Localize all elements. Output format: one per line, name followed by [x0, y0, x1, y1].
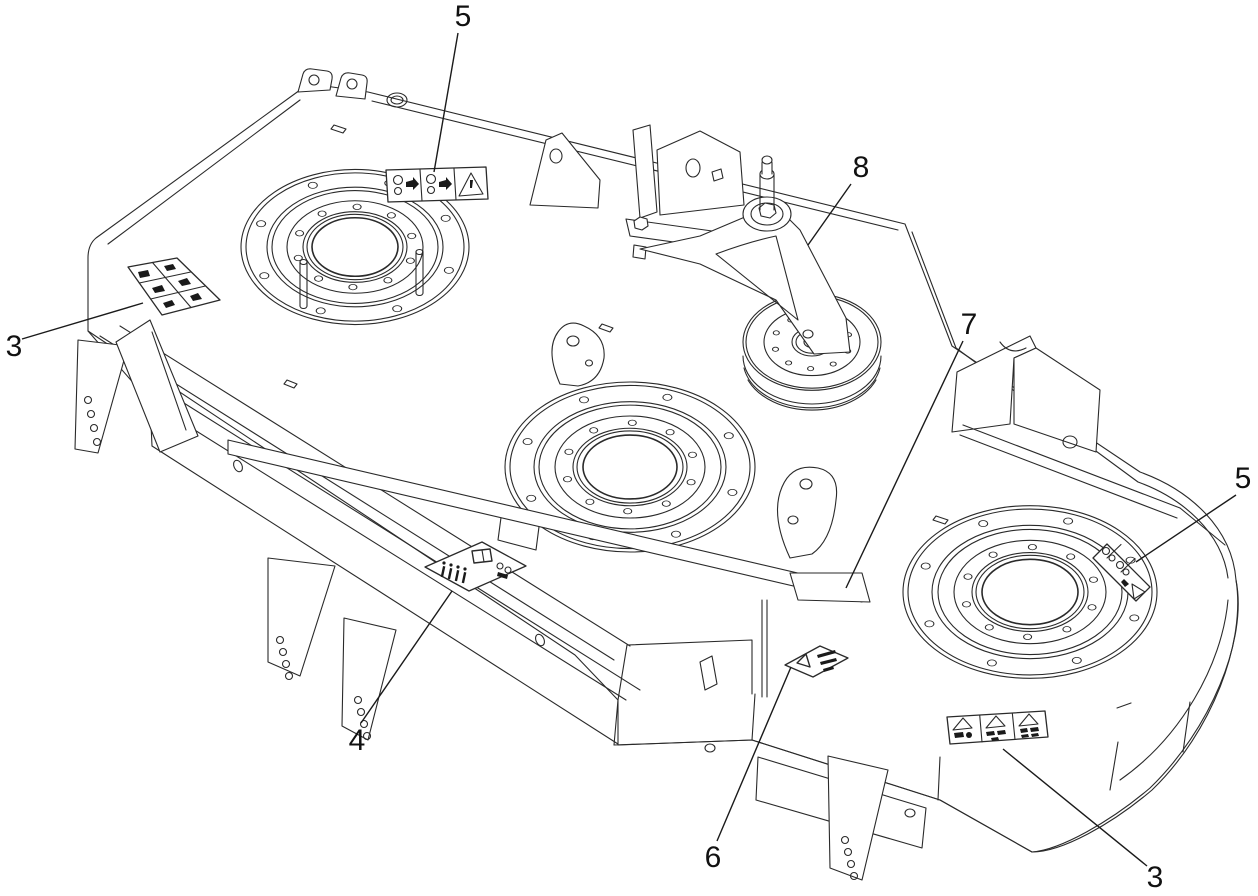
- rear-bracket-center: [529, 124, 745, 219]
- decal-belt-routing-right: [1092, 543, 1151, 602]
- stiffener-fin: [699, 655, 718, 691]
- decal-cutting-height: [424, 541, 527, 592]
- spindle-plate-left: [241, 169, 469, 324]
- leader-6: [716, 666, 792, 842]
- pulley-icon: [392, 174, 404, 186]
- grease-hole: [386, 92, 408, 108]
- leader-8: [807, 183, 852, 246]
- callout-4: 4: [348, 724, 366, 757]
- deck-lift-pins: [299, 248, 424, 310]
- text-lines: [817, 650, 837, 672]
- leader-4: [360, 590, 453, 724]
- callout-6: 6: [704, 841, 722, 874]
- idler-pivot: [742, 155, 792, 232]
- spindle-plate-right: [903, 506, 1157, 679]
- warning-triangle-icon: [1131, 583, 1146, 600]
- teardrop-bracket-large: [777, 466, 838, 559]
- arrow-icon: [406, 177, 419, 190]
- rear-hanger-bracket-right: [951, 335, 1226, 546]
- leader-3-bottom: [1002, 748, 1148, 867]
- decal-belt-routing-top: [385, 166, 489, 203]
- leader-lines: [21, 32, 1237, 867]
- leader-7: [845, 340, 964, 589]
- chute-baffle: [789, 572, 871, 603]
- warning-pictogram: [138, 270, 150, 278]
- callout-5-top: 5: [454, 0, 472, 33]
- front-gussets: [74, 319, 889, 881]
- callout-7: 7: [960, 308, 978, 341]
- callout-5-right: 5: [1234, 462, 1252, 495]
- warning-pictograms: [954, 727, 1039, 741]
- height-bars-icon: [440, 561, 467, 584]
- decal-warning-right: [946, 710, 1049, 745]
- pulley-icon: [1101, 546, 1111, 556]
- anchor-bolt: [633, 216, 649, 231]
- idler-assembly: [625, 155, 882, 411]
- decal-warning-front: [784, 645, 849, 678]
- leader-5-right: [1135, 494, 1237, 563]
- callout-3-left: 3: [5, 330, 23, 363]
- warning-triangle-icon: [952, 717, 973, 731]
- rear-hanger-bracket-left: [297, 68, 368, 100]
- leader-3-left: [21, 302, 144, 340]
- spindle-plate-middle: [505, 382, 755, 552]
- callout-8: 8: [852, 151, 870, 184]
- callout-3-bottom: 3: [1146, 861, 1164, 894]
- mid-rail: [227, 439, 871, 698]
- warning-triangle-icon: [796, 653, 811, 668]
- teardrop-bracket-small: [551, 322, 605, 387]
- decal-warning-left: [127, 257, 221, 316]
- panel-icon: [471, 548, 493, 564]
- leader-5-top: [433, 32, 459, 173]
